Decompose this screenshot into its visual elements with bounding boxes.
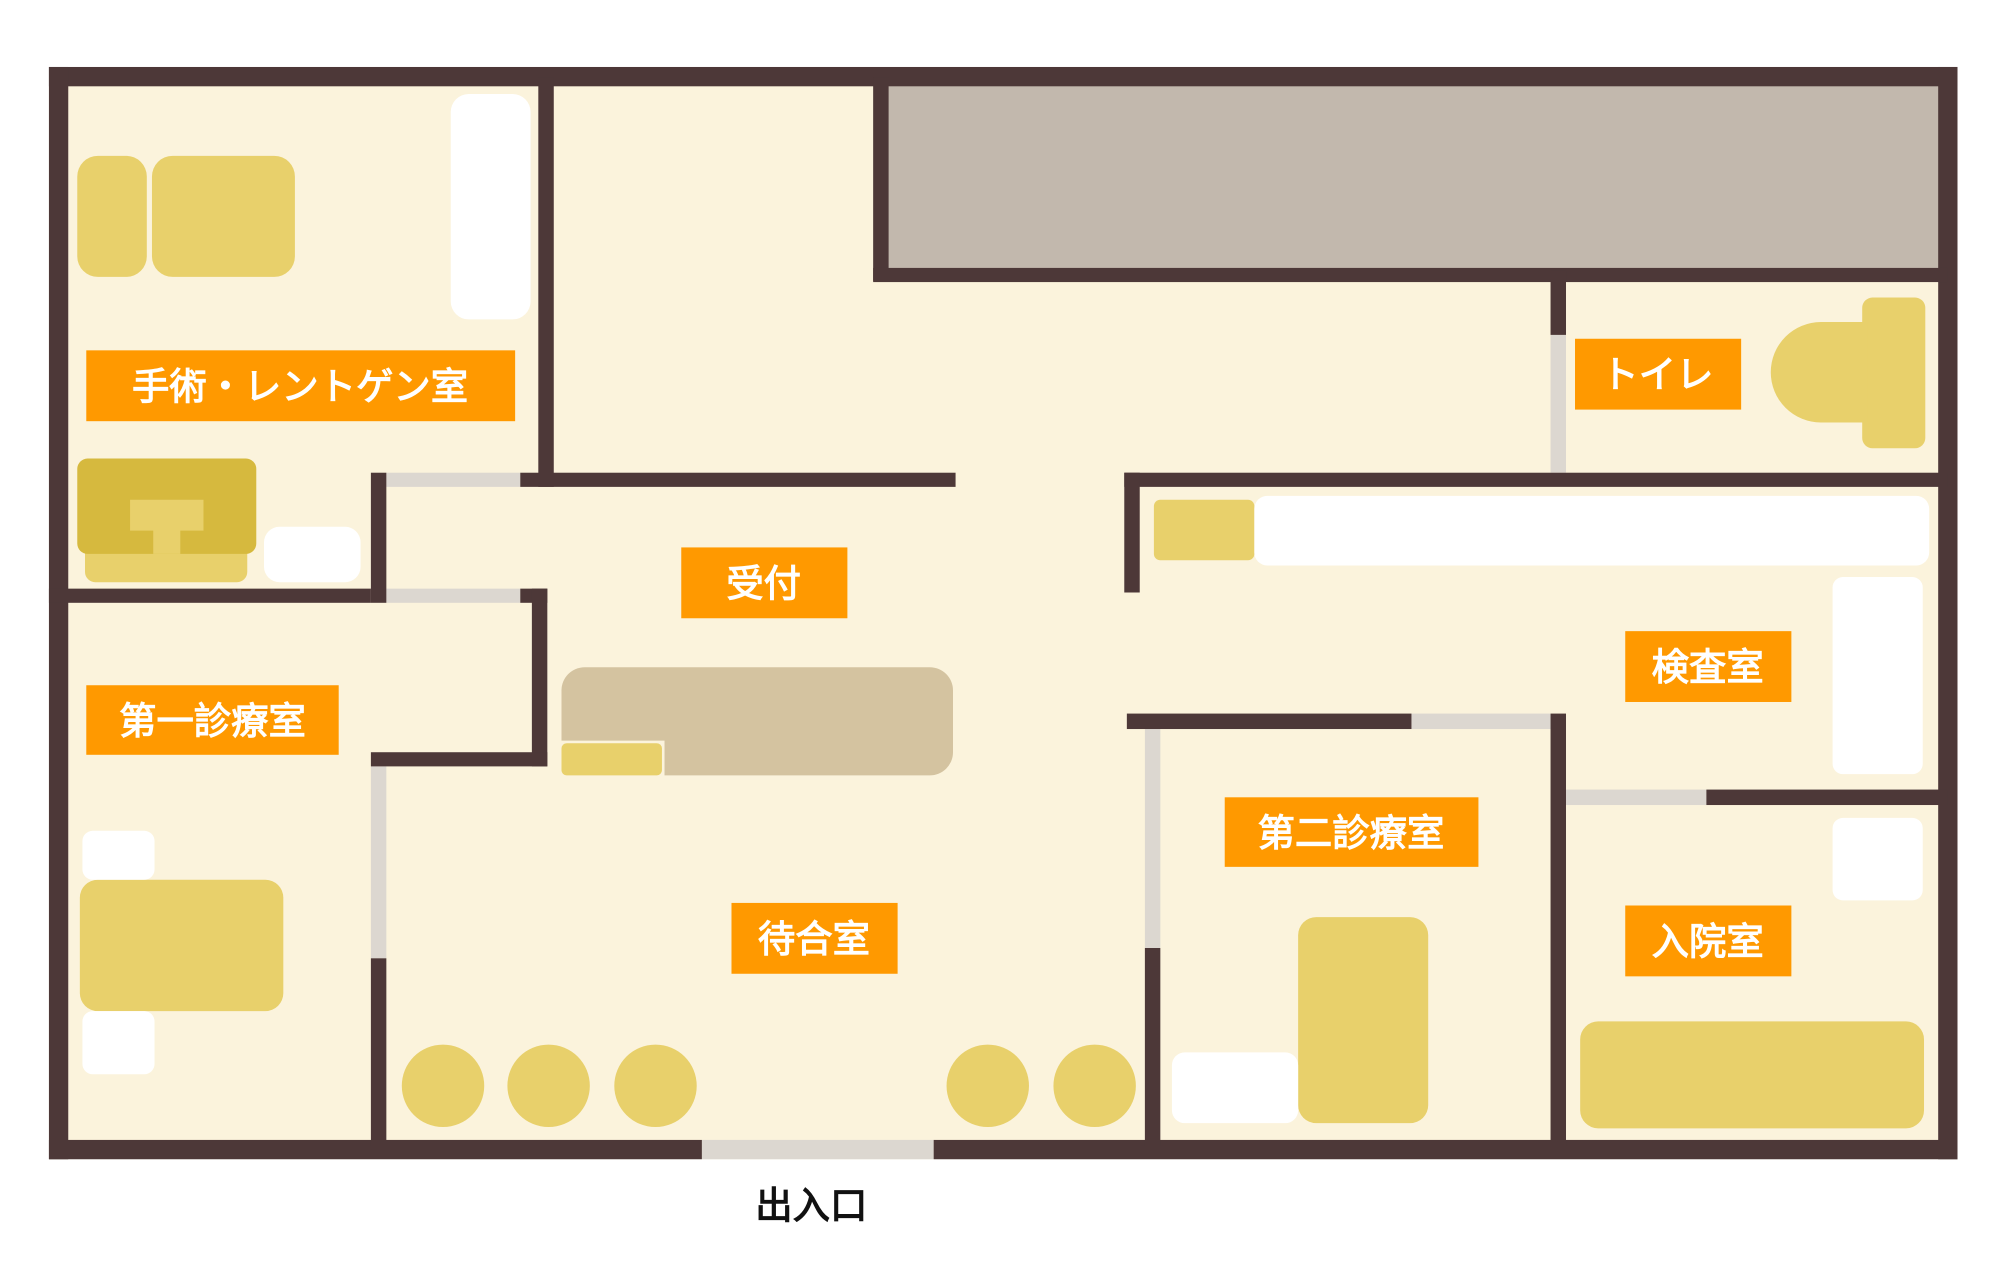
- xray-head: [130, 499, 204, 554]
- room-label-consult2: 第二診療室: [1224, 797, 1479, 867]
- consult2-table: [1298, 917, 1429, 1124]
- walls: [48, 66, 1958, 1160]
- consult1-table: [79, 879, 284, 1012]
- svg-text:第一診療室: 第一診療室: [119, 699, 306, 743]
- room-label-waiting: 待合室: [731, 902, 898, 974]
- cabinet: [77, 155, 147, 277]
- room-label-surgery: 手術・レントゲン室: [86, 350, 516, 422]
- room-label-consult1: 第一診療室: [86, 685, 339, 755]
- reception-shelf: [561, 743, 662, 776]
- svg-text:検査室: 検査室: [1652, 645, 1764, 689]
- svg-text:入院室: 入院室: [1652, 919, 1764, 963]
- white-fixtures: [82, 94, 1930, 1124]
- cabinet: [151, 155, 295, 277]
- furniture: [77, 155, 1926, 1129]
- chair: [401, 1044, 485, 1128]
- exam-counter-item: [1153, 499, 1255, 561]
- svg-text:第二診療室: 第二診療室: [1258, 811, 1445, 855]
- ward-bed: [1580, 1021, 1925, 1129]
- doors: [370, 334, 1707, 1160]
- room-label-toilet: トイレ: [1575, 338, 1742, 410]
- entrance-door: [701, 1139, 934, 1160]
- svg-text:待合室: 待合室: [758, 917, 870, 961]
- svg-text:手術・レントゲン室: 手術・レントゲン室: [132, 364, 468, 408]
- svg-text:トイレ: トイレ: [1601, 353, 1713, 397]
- chair: [614, 1044, 697, 1128]
- chair: [507, 1044, 590, 1128]
- toilet-icon: [1770, 297, 1926, 449]
- room-label-exam: 検査室: [1625, 631, 1792, 702]
- chair: [946, 1044, 1029, 1128]
- chair: [1053, 1044, 1136, 1128]
- entrance-label: 出入口: [755, 1183, 867, 1227]
- storage-area: [880, 77, 1948, 275]
- room-label-reception: 受付: [681, 547, 848, 619]
- room-label-ward: 入院室: [1625, 905, 1792, 977]
- svg-text:受付: 受付: [726, 561, 801, 605]
